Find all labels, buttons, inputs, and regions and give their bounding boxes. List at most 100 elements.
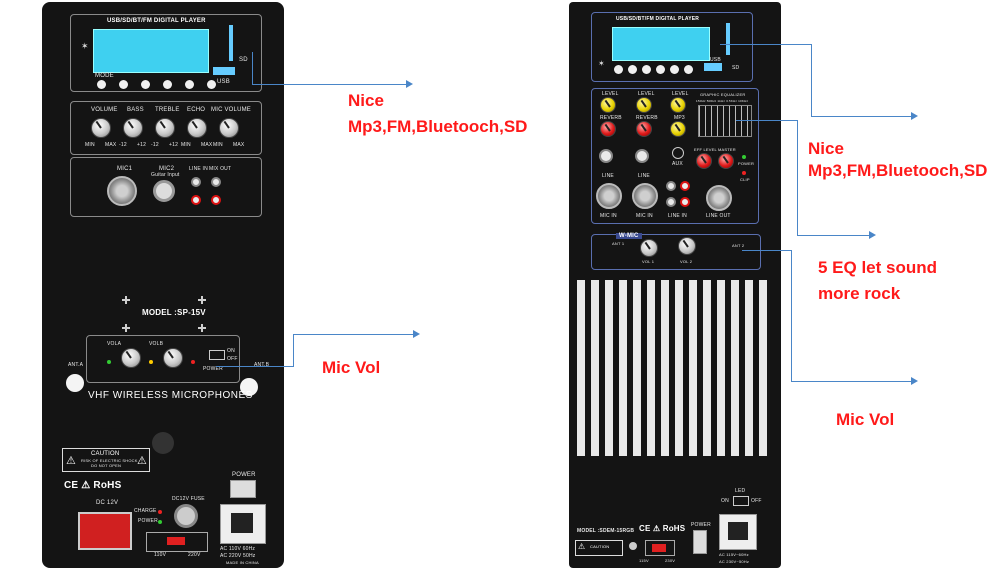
right-lcd-display bbox=[612, 27, 710, 61]
arrow-right-icon bbox=[911, 112, 918, 120]
left-sd-label: SD bbox=[239, 57, 248, 63]
mic1-xlr-jack[interactable] bbox=[107, 176, 137, 206]
ac-spec-line1: AC 110V 60Hz bbox=[220, 546, 256, 552]
right-ac-power-inlet[interactable] bbox=[719, 514, 757, 550]
leader-line bbox=[252, 52, 253, 84]
ch2-line-jack[interactable] bbox=[635, 149, 649, 163]
right-power-switch[interactable] bbox=[693, 530, 707, 554]
master-knob[interactable] bbox=[718, 153, 734, 169]
line-in-left-jack[interactable] bbox=[666, 181, 676, 191]
charge-led bbox=[158, 510, 162, 514]
left-repeat-button[interactable] bbox=[163, 80, 172, 89]
line-in-right-jack[interactable] bbox=[680, 181, 690, 191]
vol2-label: VOL 2 bbox=[680, 259, 693, 264]
right-wireless-module: W-MIC ANT 1 ANT 2 VOL 1 VOL 2 bbox=[591, 233, 761, 270]
vol2-knob[interactable] bbox=[678, 237, 696, 255]
mix-out-right-jack[interactable] bbox=[211, 195, 221, 205]
ant1-label: ANT 1 bbox=[612, 241, 625, 246]
fuse-holder[interactable] bbox=[174, 504, 198, 528]
right-usb-port[interactable] bbox=[704, 63, 722, 71]
ch1-level-knob[interactable] bbox=[600, 97, 616, 113]
wireless-power-switch[interactable] bbox=[209, 350, 225, 360]
power-led-label: POWER bbox=[138, 518, 158, 524]
right-player-button[interactable] bbox=[628, 65, 637, 74]
mic-volume-knob[interactable] bbox=[219, 118, 239, 138]
heatsink-slot bbox=[633, 280, 641, 456]
left-amplifier-panel: USB/SD/BT/FM DIGITAL PLAYER ✶ SD USB MOD… bbox=[42, 2, 284, 568]
ch1-mic-xlr-jack[interactable] bbox=[596, 183, 622, 209]
volume-knob[interactable] bbox=[91, 118, 111, 138]
eff-level-knob[interactable] bbox=[696, 153, 712, 169]
mix-out-left-jack[interactable] bbox=[211, 177, 221, 187]
right-sd-slot[interactable] bbox=[726, 23, 730, 55]
arrow-right-icon bbox=[413, 330, 420, 338]
line-in-right-jack[interactable] bbox=[191, 195, 201, 205]
left-mode-button[interactable] bbox=[97, 80, 106, 89]
right-voltage-switch[interactable] bbox=[645, 540, 675, 556]
right-player-button[interactable] bbox=[684, 65, 693, 74]
left-mode-label: MODE bbox=[95, 73, 114, 79]
left-sd-slot[interactable] bbox=[229, 25, 233, 61]
led-switch[interactable] bbox=[733, 496, 749, 506]
left-ce-rohs: CE ⚠ RoHS bbox=[64, 480, 122, 491]
left-next-button[interactable] bbox=[207, 80, 216, 89]
warning-icon: ⚠ bbox=[137, 455, 147, 467]
ch1-line-jack[interactable] bbox=[599, 149, 613, 163]
mic-volume-max: MAX bbox=[233, 142, 245, 148]
mic1-label: MIC1 bbox=[117, 166, 133, 172]
mic2-guitar-jack[interactable] bbox=[153, 180, 175, 202]
dc-battery-terminal[interactable] bbox=[78, 512, 132, 550]
annotation-right-eq-line1: 5 EQ let sound bbox=[818, 258, 938, 277]
knob-label-bass: BASS bbox=[127, 107, 144, 113]
voltage-switch-slider bbox=[167, 537, 185, 545]
right-player-button[interactable] bbox=[642, 65, 651, 74]
antenna-a-jack[interactable] bbox=[66, 374, 84, 392]
line-in-label: LINE IN bbox=[668, 213, 687, 219]
antenna-b-jack[interactable] bbox=[240, 378, 258, 396]
ch3-mp3-knob[interactable] bbox=[670, 121, 686, 137]
right-player-button[interactable] bbox=[656, 65, 665, 74]
left-usb-port[interactable] bbox=[213, 67, 235, 75]
power-on-led bbox=[158, 520, 162, 524]
leader-line bbox=[216, 366, 294, 367]
graphic-equalizer-sliders[interactable] bbox=[698, 105, 752, 137]
screw-icon bbox=[198, 296, 206, 304]
heatsink-slot bbox=[731, 280, 739, 456]
ch1-reverb-knob[interactable] bbox=[600, 121, 616, 137]
right-ac-spec-line1: AC 115V~60Hz bbox=[719, 552, 749, 557]
line-out-xlr-jack[interactable] bbox=[706, 185, 732, 211]
right-player-title: USB/SD/BT/FM DIGITAL PLAYER bbox=[616, 16, 700, 22]
line-in-left-jack[interactable] bbox=[191, 177, 201, 187]
made-in-label: MADE IN CHINA bbox=[226, 560, 259, 565]
aux-jack[interactable] bbox=[672, 147, 684, 159]
echo-knob[interactable] bbox=[187, 118, 207, 138]
caution-line1: RISK OF ELECTRIC SHOCK bbox=[81, 458, 138, 463]
left-prev-button[interactable] bbox=[185, 80, 194, 89]
speaker-grille-dot bbox=[152, 432, 174, 454]
ch2-level-knob[interactable] bbox=[636, 97, 652, 113]
heatsink-slot bbox=[619, 280, 627, 456]
volb-knob[interactable] bbox=[163, 348, 183, 368]
right-screw-icon bbox=[629, 542, 637, 550]
left-power-switch[interactable] bbox=[230, 480, 256, 498]
left-play-button[interactable] bbox=[119, 80, 128, 89]
ant2-label: ANT 2 bbox=[732, 243, 745, 248]
power-led-label: POWER bbox=[738, 161, 755, 166]
ch2-reverb-knob[interactable] bbox=[636, 121, 652, 137]
vol1-knob[interactable] bbox=[640, 239, 658, 257]
vola-knob[interactable] bbox=[121, 348, 141, 368]
left-input-module: MIC1 MIC2 Guitar Input LINE IN MIX OUT bbox=[70, 157, 262, 217]
line-in-right-2-jack[interactable] bbox=[680, 197, 690, 207]
voltage-switch[interactable] bbox=[146, 532, 208, 552]
leader-line bbox=[293, 334, 294, 367]
ac-power-inlet[interactable] bbox=[220, 504, 266, 544]
treble-knob[interactable] bbox=[155, 118, 175, 138]
leader-line bbox=[811, 116, 913, 117]
right-player-button[interactable] bbox=[670, 65, 679, 74]
ch3-level-knob[interactable] bbox=[670, 97, 686, 113]
bass-knob[interactable] bbox=[123, 118, 143, 138]
ch2-mic-xlr-jack[interactable] bbox=[632, 183, 658, 209]
right-player-button[interactable] bbox=[614, 65, 623, 74]
line-in-left-2-jack[interactable] bbox=[666, 197, 676, 207]
left-stop-button[interactable] bbox=[141, 80, 150, 89]
